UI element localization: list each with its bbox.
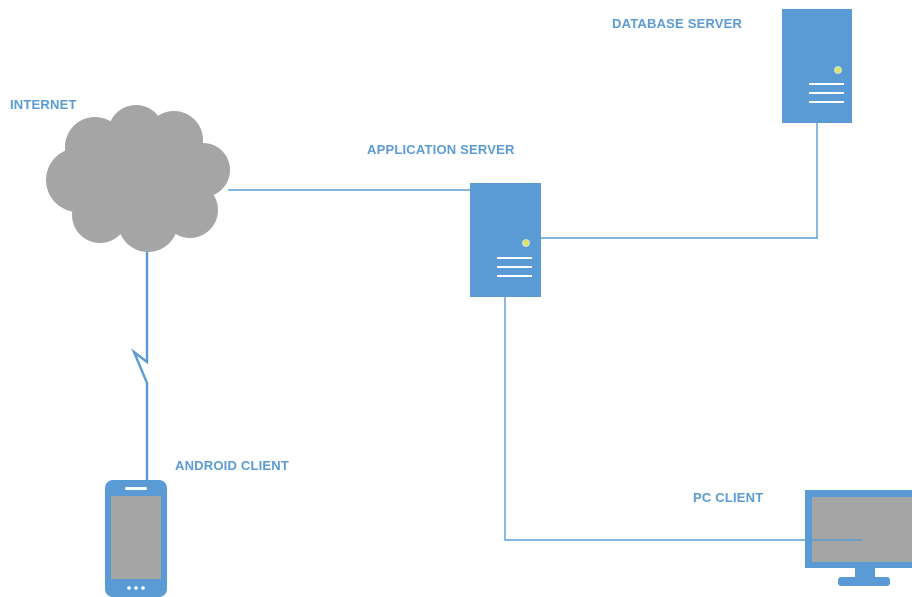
database-server-icon bbox=[782, 9, 852, 123]
android-client-label: ANDROID CLIENT bbox=[175, 458, 290, 473]
pc-client-label: PC CLIENT bbox=[693, 490, 764, 505]
database-server-label: DATABASE SERVER bbox=[612, 16, 743, 31]
connectors bbox=[131, 123, 862, 541]
connector-app-pc bbox=[504, 297, 862, 541]
connector-app-database bbox=[541, 123, 818, 239]
monitor-icon bbox=[805, 490, 912, 586]
internet-label: INTERNET bbox=[10, 97, 77, 112]
application-server-icon bbox=[470, 183, 541, 297]
connector-internet-android-wireless bbox=[131, 250, 149, 480]
smartphone-icon bbox=[105, 480, 167, 597]
application-server-label: APPLICATION SERVER bbox=[367, 142, 515, 157]
cloud-icon bbox=[46, 105, 230, 252]
